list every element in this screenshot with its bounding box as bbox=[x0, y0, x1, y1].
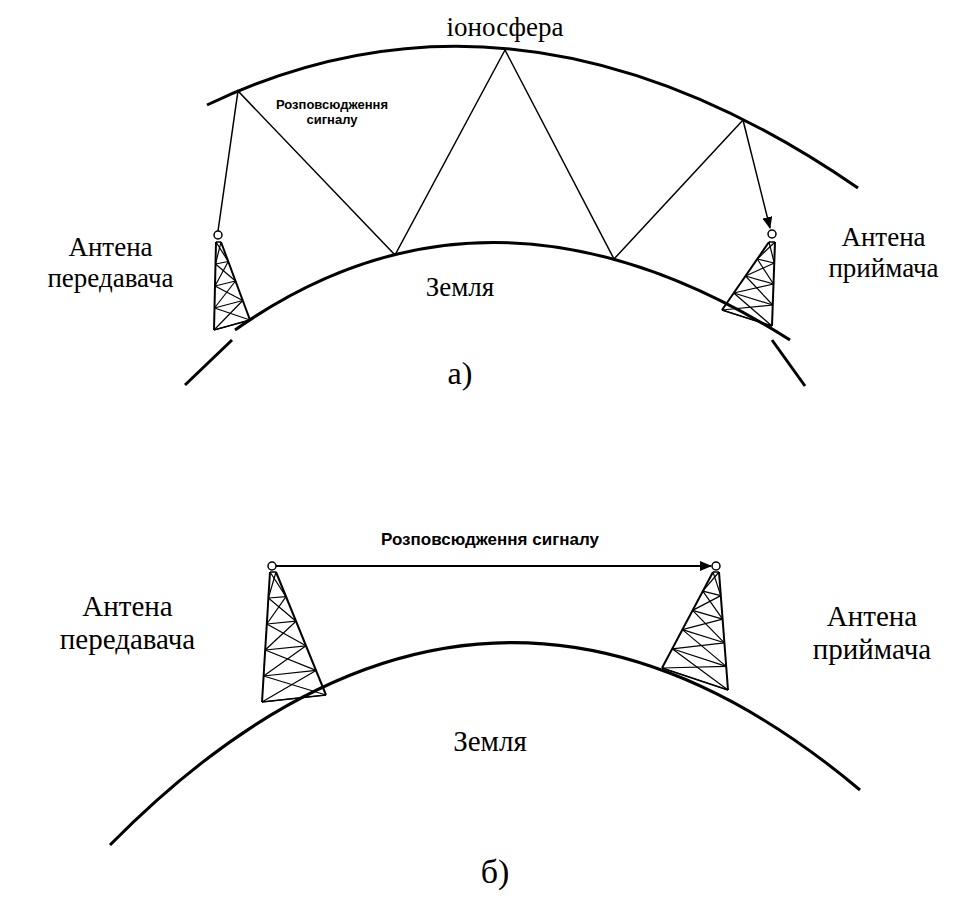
tower-strut bbox=[264, 676, 326, 695]
layer-name: іоносфера bbox=[440, 12, 570, 43]
tower-strut bbox=[703, 572, 719, 591]
tower-strut bbox=[268, 597, 286, 598]
tower-strut bbox=[216, 242, 222, 264]
tower-strut bbox=[713, 572, 721, 596]
tower-strut bbox=[215, 286, 243, 301]
tower-group bbox=[214, 242, 775, 702]
tower-strut bbox=[672, 643, 724, 649]
tower-strut bbox=[722, 310, 772, 326]
ionosphere-arc bbox=[207, 46, 858, 188]
antenna-label: Антена приймача bbox=[792, 600, 952, 667]
tower-strut bbox=[265, 650, 316, 670]
panel-label: б) bbox=[465, 852, 525, 891]
tower-strut bbox=[267, 597, 286, 624]
tower-strut bbox=[662, 666, 726, 668]
antenna-tower bbox=[262, 572, 326, 702]
antenna-tip bbox=[768, 230, 776, 238]
tower-strut bbox=[267, 621, 296, 624]
signal-label: Розповсюдження сигналу bbox=[300, 530, 680, 550]
tower-strut bbox=[682, 619, 722, 629]
antenna-tip bbox=[214, 231, 222, 239]
tower-strut bbox=[264, 646, 306, 676]
earth-outer-arc bbox=[185, 340, 232, 385]
panel-label: а) bbox=[430, 355, 490, 392]
antenna-label: Антена передавача bbox=[28, 232, 193, 294]
antenna-tower bbox=[722, 242, 775, 326]
antenna-label: Антена приймача bbox=[811, 222, 956, 284]
signal-arrow bbox=[743, 120, 770, 228]
tower-strut bbox=[703, 591, 723, 619]
antenna-tower bbox=[662, 572, 728, 690]
tower-strut bbox=[216, 262, 229, 265]
earth-label: Земля bbox=[425, 725, 555, 758]
tower-strut bbox=[734, 293, 773, 305]
tower-strut bbox=[734, 284, 774, 293]
tower-strut bbox=[722, 310, 772, 326]
tower-strut bbox=[682, 630, 724, 643]
tower-strut bbox=[757, 242, 775, 259]
tower-strut bbox=[265, 621, 296, 650]
signal-arrow bbox=[276, 565, 711, 567]
tower-strut bbox=[268, 572, 276, 598]
tower-strut bbox=[746, 263, 775, 276]
tower-strut bbox=[672, 649, 726, 667]
antenna-label: Антена передавача bbox=[40, 590, 215, 657]
earth-outer-arc bbox=[772, 340, 805, 386]
tower-strut bbox=[693, 596, 721, 611]
tower-strut bbox=[262, 572, 270, 702]
tower-strut bbox=[215, 262, 228, 287]
tower-strut bbox=[265, 646, 306, 650]
antenna-tip bbox=[268, 562, 276, 570]
antenna-tip bbox=[712, 562, 720, 570]
earth-arc bbox=[110, 643, 860, 845]
tower-strut bbox=[662, 668, 728, 690]
tower-strut bbox=[722, 305, 773, 310]
tower-strut bbox=[719, 572, 728, 690]
signal-path bbox=[218, 50, 743, 259]
tower-strut bbox=[262, 695, 326, 702]
tower-strut bbox=[215, 281, 236, 308]
tower-strut bbox=[662, 668, 728, 690]
earth-label: Земля bbox=[400, 272, 520, 303]
tower-strut bbox=[672, 649, 728, 690]
tower-strut bbox=[216, 242, 228, 262]
tower-strut bbox=[734, 293, 772, 326]
earth-arc bbox=[235, 242, 790, 340]
antenna-tower bbox=[214, 242, 250, 330]
tower-strut bbox=[214, 320, 250, 330]
signal-label: Розповсюдження сигналу bbox=[272, 98, 392, 128]
tower-strut bbox=[215, 308, 251, 320]
